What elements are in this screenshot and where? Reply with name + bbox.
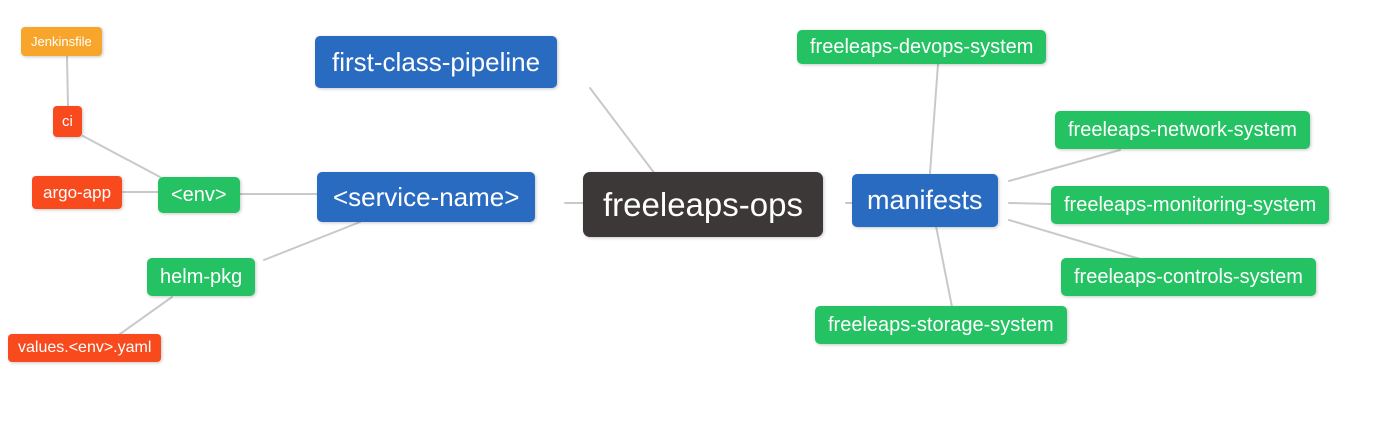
edge-helm-pkg-service [263,221,361,261]
node-ci[interactable]: ci [53,106,82,137]
node-env[interactable]: <env> [158,177,240,213]
edge-values-helm-pkg [119,296,173,335]
node-service-name[interactable]: <service-name> [317,172,536,222]
node-helm-pkg[interactable]: helm-pkg [147,258,256,296]
node-freeleaps-monitoring-system[interactable]: freeleaps-monitoring-system [1051,186,1330,224]
node-freeleaps-devops-system[interactable]: freeleaps-devops-system [797,30,1047,64]
node-freeleaps-controls-system[interactable]: freeleaps-controls-system [1061,258,1316,296]
edge-pipeline-root [589,87,656,175]
edge-manifests-network [1008,149,1121,182]
edge-manifests-devops [929,63,939,174]
edge-manifests-monitoring [1008,202,1053,205]
edge-manifests-controls [1008,219,1141,260]
edge-manifests-storage [935,225,953,308]
edge-ci-env [82,135,161,178]
node-first-class-pipeline[interactable]: first-class-pipeline [315,36,558,88]
node-manifests[interactable]: manifests [852,174,998,227]
node-values-env-yaml[interactable]: values.<env>.yaml [8,334,162,362]
node-jenkinsfile[interactable]: Jenkinsfile [21,27,102,56]
node-freeleaps-network-system[interactable]: freeleaps-network-system [1055,111,1310,149]
node-argo-app[interactable]: argo-app [32,176,123,209]
node-freeleaps-storage-system[interactable]: freeleaps-storage-system [815,306,1067,344]
node-freeleaps-ops-root[interactable]: freeleaps-ops [583,172,823,237]
edge-jenkinsfile-ci [66,56,69,107]
